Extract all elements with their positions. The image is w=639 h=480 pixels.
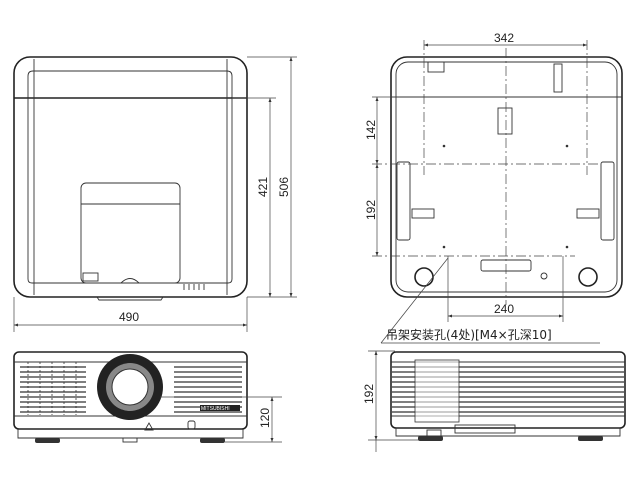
top-view: 421 506 490	[13, 56, 297, 332]
brand-mark: MITSUBISHI	[201, 406, 230, 412]
foot-right	[578, 267, 598, 287]
foot-left	[414, 267, 434, 287]
dim-421: 421	[256, 177, 270, 197]
rear-view: 192	[362, 350, 626, 452]
dim-120: 120	[258, 408, 272, 428]
dim-240: 240	[494, 302, 514, 316]
bottom-view-outline	[390, 56, 623, 298]
dim-192-height: 192	[362, 384, 376, 404]
top-view-outline	[13, 56, 248, 298]
dim-506: 506	[277, 177, 291, 197]
front-view: MITSUBISHI 120	[13, 351, 282, 443]
dim-192-holes: 192	[364, 200, 378, 220]
bottom-view: 342 142 192 240 吊架安装孔(4处)[M4×孔深10]	[364, 31, 623, 344]
front-view-outline	[13, 351, 248, 430]
top-cover	[80, 182, 181, 284]
rear-view-outline	[390, 351, 626, 429]
right-handle	[600, 161, 615, 241]
lens	[111, 368, 149, 406]
left-handle	[396, 161, 411, 241]
dim-490: 490	[119, 310, 139, 324]
dim-342: 342	[494, 31, 514, 45]
dim-142: 142	[364, 120, 378, 140]
mount-hole-note: 吊架安装孔(4处)[M4×孔深10]	[386, 327, 552, 342]
